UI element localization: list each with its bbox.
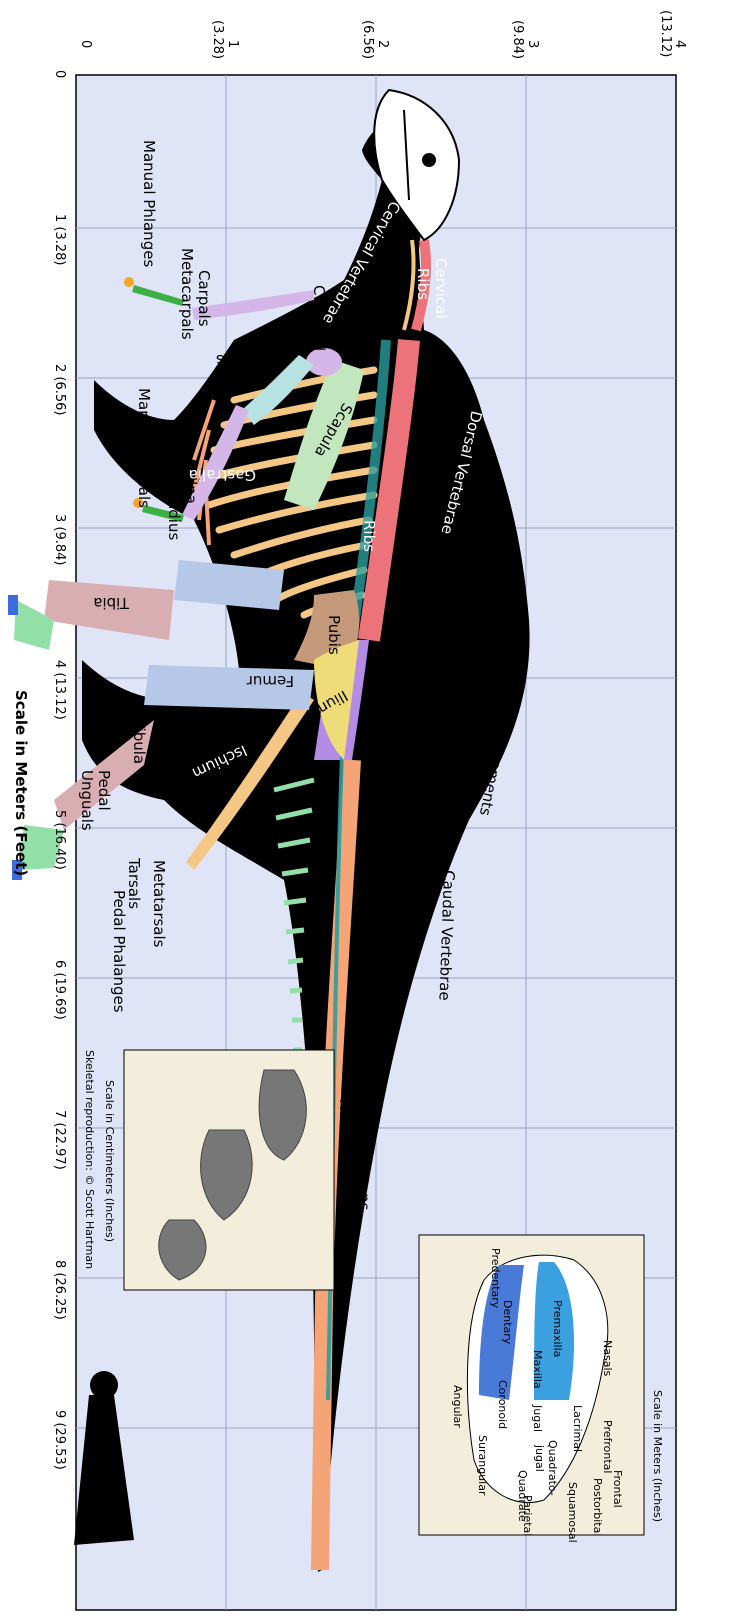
bone-quadratojugal-1: Quadrato- bbox=[546, 1440, 559, 1496]
y-tick-3: 3 bbox=[525, 40, 540, 48]
label-cervical-ribs-1: Cervical bbox=[432, 258, 450, 319]
label-chevrons: Chevrons bbox=[355, 1140, 373, 1211]
bone-lacrimal: Lacrimal bbox=[571, 1405, 584, 1452]
label-gastralia: Gastralia bbox=[189, 466, 256, 484]
label-humerus: Humerus bbox=[216, 351, 284, 369]
bone-angular: Angular bbox=[451, 1385, 464, 1428]
x-tick-8: 8 (26.25) bbox=[52, 1260, 67, 1320]
label-fibula: Fibula bbox=[130, 720, 148, 764]
label-ribs: Ribs bbox=[360, 520, 378, 552]
label-tibia: Tibia bbox=[93, 594, 130, 612]
label-pedal-unguals-2: Unguals bbox=[78, 770, 96, 831]
x-tick-4: 4 (13.12) bbox=[52, 660, 67, 720]
x-tick-1: 1 (3.28) bbox=[52, 214, 67, 266]
bone-parietal: Parietal bbox=[521, 1495, 534, 1536]
bone-squamosal: Squamosal bbox=[566, 1482, 579, 1543]
credit-text: Skeletal reproduction: © Scott Hartman bbox=[83, 1050, 96, 1269]
label-pedal-unguals-1: Pedal bbox=[95, 770, 113, 811]
y-tick-0: 0 bbox=[78, 40, 93, 48]
bone-nasals: Nasals bbox=[601, 1340, 614, 1376]
bone-premaxilla: Premaxilla bbox=[551, 1300, 564, 1357]
bone-prefrontal: Prefrontal bbox=[601, 1420, 614, 1473]
label-cervical-ribs-2: Ribs bbox=[414, 268, 432, 300]
y-tick-1b: (3.28) bbox=[210, 20, 225, 59]
label-pubis: Pubis bbox=[325, 615, 343, 655]
label-pedal-phalanges: Pedal Phalanges bbox=[110, 890, 128, 1013]
teeth-title: Hadrosaur Teeth bbox=[336, 1100, 354, 1224]
y-tick-2b: (6.56) bbox=[360, 20, 375, 59]
label-radius: Radius bbox=[165, 490, 183, 540]
y-tick-4b: (13.12) bbox=[658, 10, 673, 57]
bone-frontal: Frontal bbox=[611, 1470, 624, 1508]
y-tick-2: 2 bbox=[375, 40, 390, 48]
y-tick-3b: (9.84) bbox=[510, 20, 525, 59]
coracoid bbox=[306, 348, 342, 376]
label-manual-unguals: Manual Unguals bbox=[135, 388, 153, 508]
x-tick-0: 0 bbox=[52, 70, 67, 78]
label-manual-phlanges: Manual Phlanges bbox=[140, 140, 158, 267]
bone-postorbital: Postorbital bbox=[591, 1478, 604, 1536]
bone-dentary: Dentary bbox=[501, 1300, 514, 1345]
y-tick-4: 4 bbox=[672, 40, 687, 48]
bone-quadratojugal-2: jugal bbox=[533, 1444, 546, 1472]
label-metacarpals: Metacarpals bbox=[178, 248, 196, 340]
y-tick-1: 1 bbox=[225, 40, 240, 48]
skull-inset: Scale in Meters (Inches) Predentary Prem… bbox=[419, 1235, 664, 1543]
teeth-inset: Hadrosaur Teeth Scale in Centimeters (In… bbox=[103, 1050, 354, 1290]
x-tick-6: 6 (19.69) bbox=[52, 960, 67, 1020]
x-tick-5: 5 (16.40) bbox=[52, 810, 67, 870]
bone-coronoid: Coronoid bbox=[496, 1380, 509, 1429]
label-coracoid: Coracoid bbox=[310, 285, 328, 351]
x-tick-3: 3 (9.84) bbox=[52, 514, 67, 566]
teeth-axis-title: Scale in Centimeters (Inches) bbox=[103, 1080, 116, 1242]
skull-title: Scale in Meters (Inches) bbox=[651, 1390, 664, 1522]
bone-maxilla: Maxilla bbox=[531, 1350, 544, 1389]
x-tick-7: 7 (22.97) bbox=[52, 1110, 67, 1170]
x-tick-9: 9 (29.53) bbox=[52, 1410, 67, 1470]
x-axis-title: Scale in Meters (Feet) bbox=[12, 690, 30, 876]
bone-surangular: Surangular bbox=[476, 1435, 489, 1496]
bone-jugal: Jugal bbox=[531, 1404, 544, 1432]
label-metatarsals: Metatarsals bbox=[150, 860, 168, 948]
label-femur: Femur bbox=[246, 672, 294, 690]
x-tick-2: 2 (6.56) bbox=[52, 364, 67, 416]
label-carpals: Carpals bbox=[195, 270, 213, 327]
